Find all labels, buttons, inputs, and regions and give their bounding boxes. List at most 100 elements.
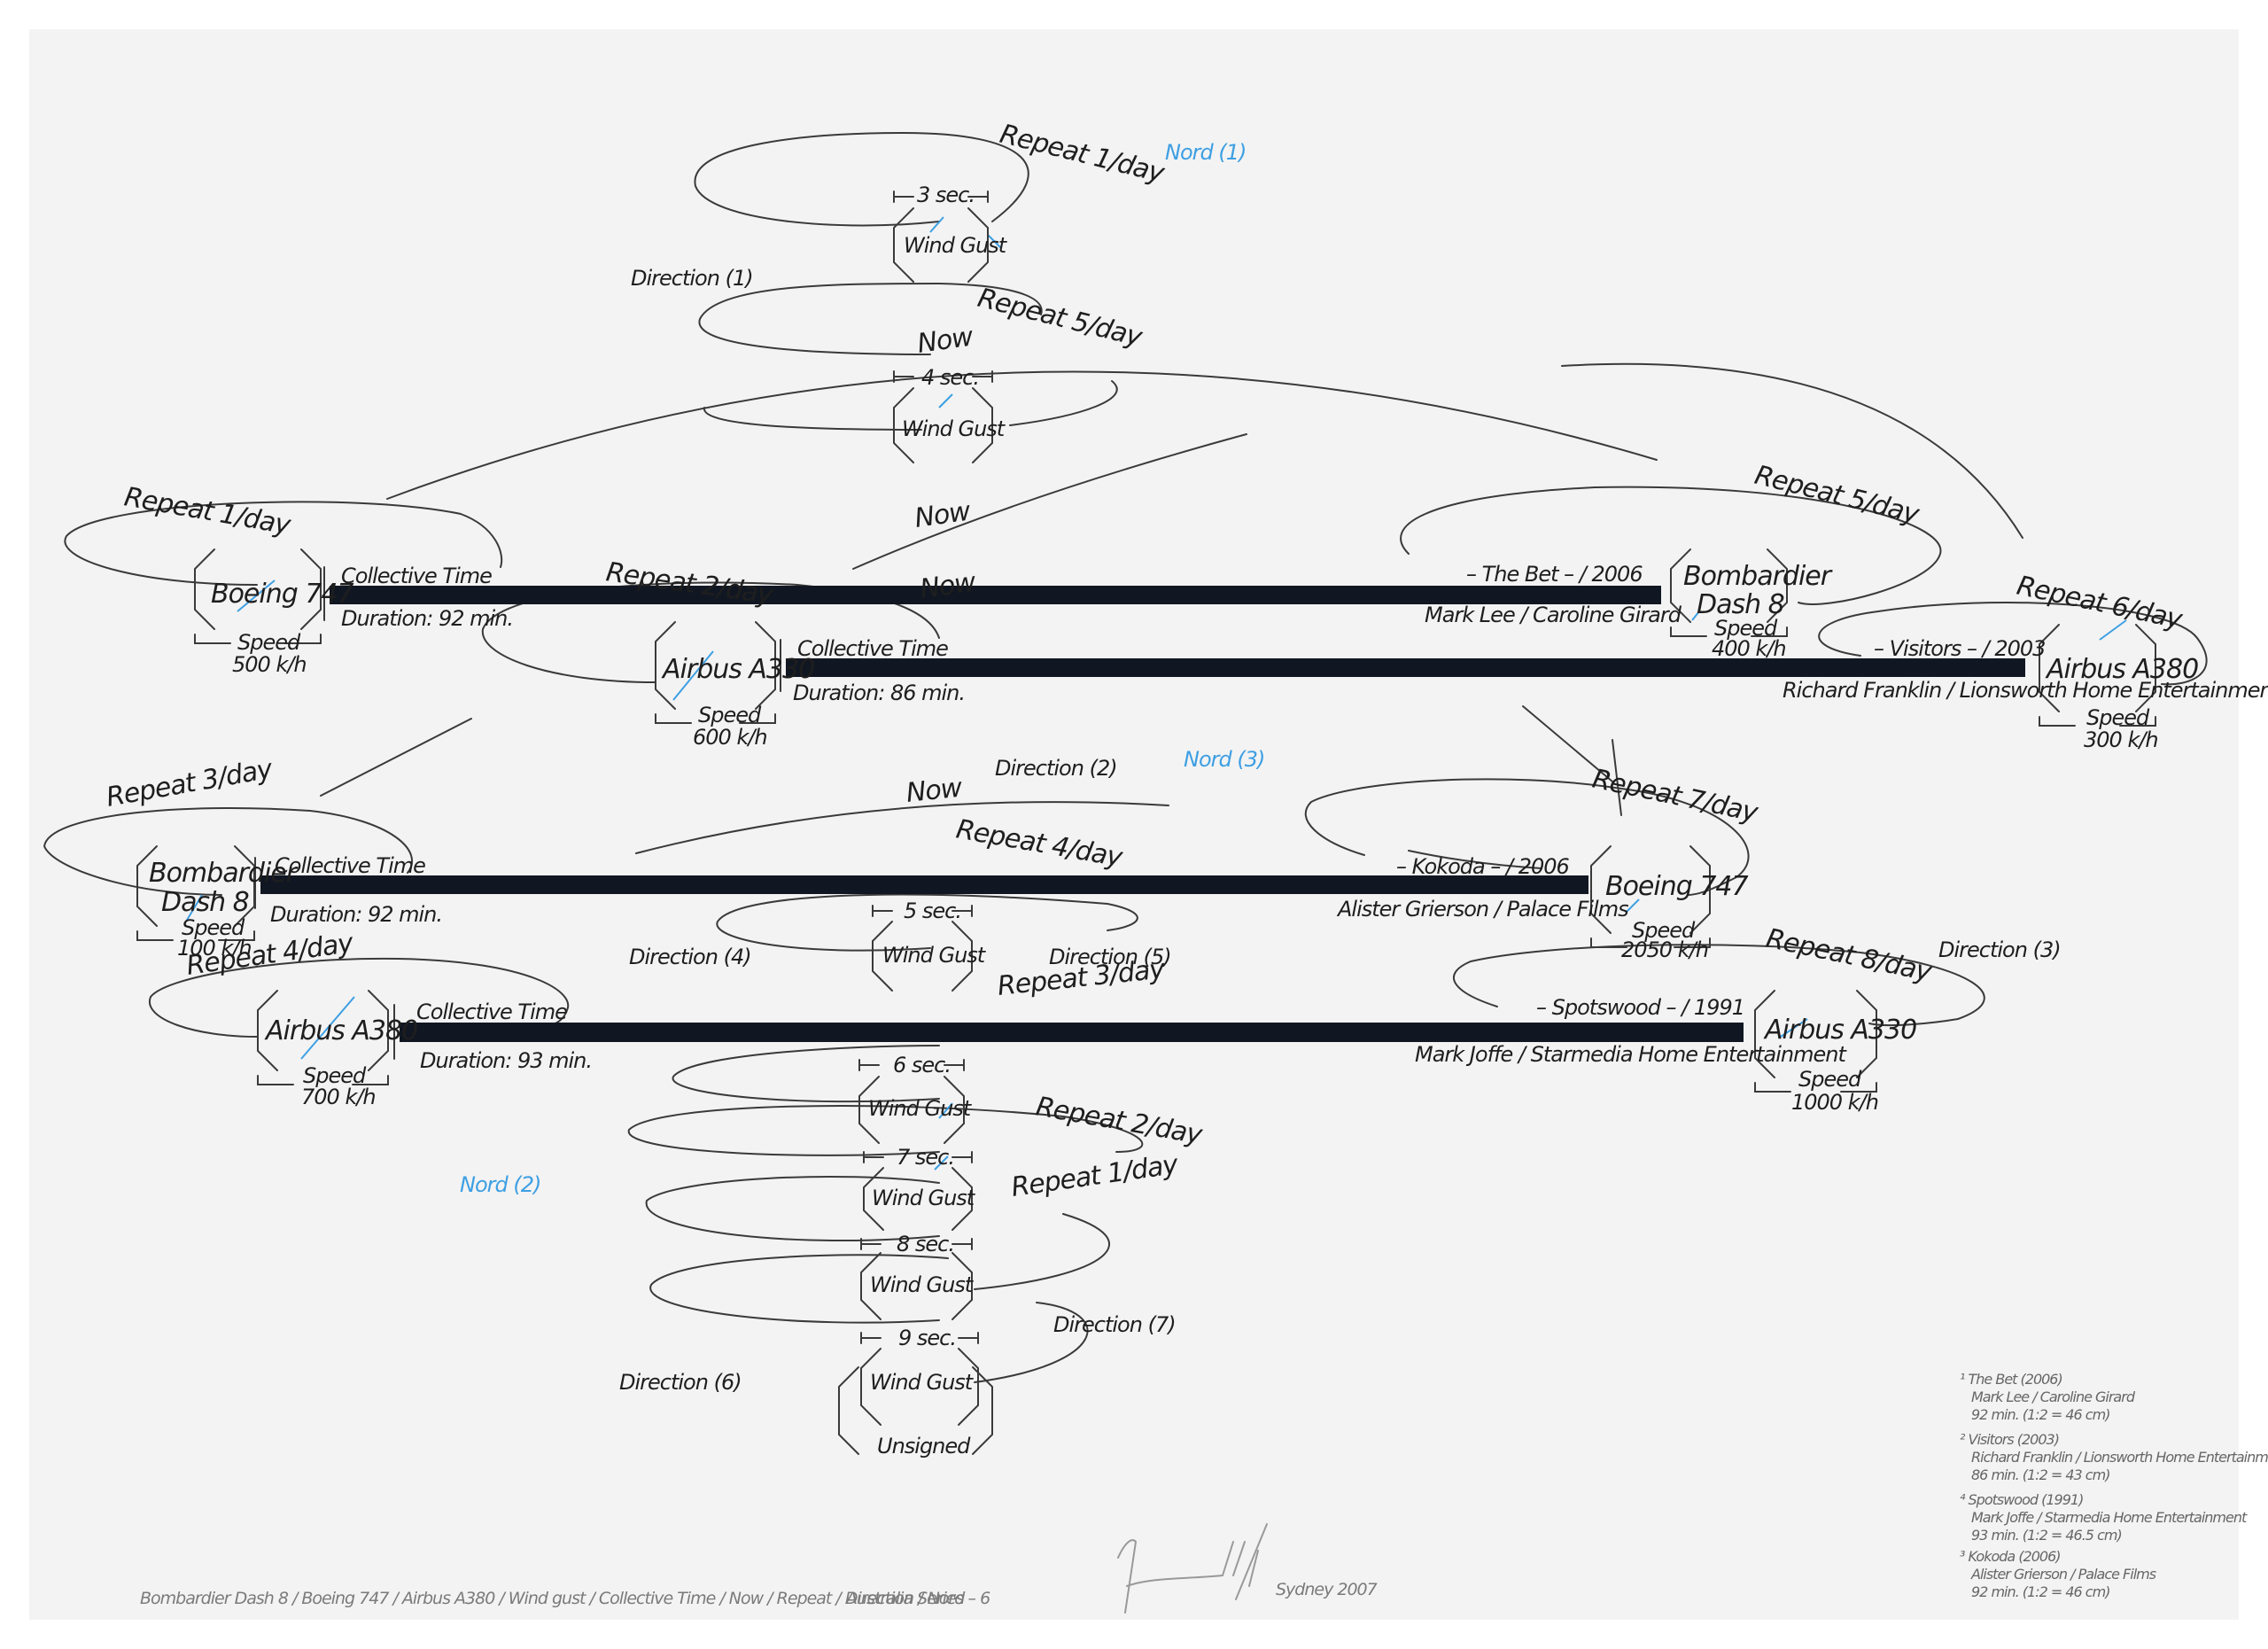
blue-arrow-icon xyxy=(185,894,203,922)
note-line: 92 min. (1:2 = 46 cm) xyxy=(1971,1406,2109,1423)
note-line: 93 min. (1:2 = 46.5 cm) xyxy=(1971,1527,2122,1544)
aircraft-box-left-bracket xyxy=(1754,990,1775,1078)
direction-label: Direction (4) xyxy=(629,945,751,969)
duration-dimension-line xyxy=(893,191,989,203)
speed-label: Speed xyxy=(2086,705,2150,730)
wind-gust-box-right-bracket xyxy=(967,207,989,283)
direction-label: Direction (6) xyxy=(619,1370,742,1395)
aircraft-name: Bombardier xyxy=(1683,561,1833,592)
pen-stroke xyxy=(1304,778,1750,896)
aircraft-box-left-bracket xyxy=(2039,624,2060,712)
aircraft-box-right-bracket xyxy=(368,990,389,1071)
note-line: ² Visitors (2003) xyxy=(1960,1431,2059,1448)
pen-stroke xyxy=(43,806,413,896)
pen-stroke xyxy=(1400,486,1942,605)
pen-stroke xyxy=(627,1105,1144,1156)
aircraft-box-speed-bracket xyxy=(194,634,322,644)
film-title: – Spotswood – / 1991 xyxy=(1536,995,1744,1020)
pen-stroke xyxy=(645,1175,940,1241)
pen-stroke xyxy=(852,433,1247,570)
blue-arrow-icon xyxy=(987,234,1002,249)
unsigned-box-right-bracket xyxy=(972,1366,993,1455)
aircraft-box-speed-bracket xyxy=(136,930,255,941)
aircraft-name: Boeing 747 xyxy=(211,579,353,610)
aircraft-name: Bombardier xyxy=(149,858,299,889)
duration-dimension-line xyxy=(893,370,993,383)
pen-stroke xyxy=(694,131,1029,227)
collective-time-label: Collective Time xyxy=(341,564,492,588)
wind-gust-box-left-bracket xyxy=(860,1348,882,1426)
paper-sheet xyxy=(29,29,2239,1620)
gust-label: Wind Gust xyxy=(870,1272,975,1297)
duration-dimension-line xyxy=(860,1332,979,1344)
wind-gust-box-right-bracket xyxy=(944,1076,965,1144)
aircraft-box-right-bracket xyxy=(755,621,776,710)
pen-stroke xyxy=(716,893,1138,952)
wind-gust-box-left-bracket xyxy=(858,1076,880,1144)
pen-stroke xyxy=(320,718,472,797)
now-label: Now xyxy=(905,772,964,808)
aircraft-box-left-bracket xyxy=(257,990,278,1071)
direction-label: Direction (3) xyxy=(1938,937,2061,962)
note-line: Alister Grierson / Palace Films xyxy=(1970,1566,2156,1583)
film-title: – Kokoda – / 2006 xyxy=(1396,854,1570,879)
timeline-bar-kokoda xyxy=(260,875,1588,894)
nord-label: Nord (3) xyxy=(1184,747,1264,772)
note-line: ⁴ Spotswood (1991) xyxy=(1960,1491,2083,1508)
gust-duration: 7 sec. xyxy=(897,1145,954,1170)
film-notes: ¹ The Bet (2006) Mark Lee / Caroline Gir… xyxy=(1960,1371,2268,1600)
blue-arrow-icon xyxy=(1780,1018,1808,1038)
film-credit: Alister Grierson / Palace Films xyxy=(1336,897,1628,922)
aircraft-box-left-bracket xyxy=(136,845,158,927)
note-line: 86 min. (1:2 = 43 cm) xyxy=(1971,1466,2109,1483)
wind-gust-box-right-bracket xyxy=(958,1348,979,1426)
film-credit: Mark Lee / Caroline Girard xyxy=(1425,603,1682,627)
speed-value: 600 k/h xyxy=(693,725,767,750)
aircraft-name-line2: Dash 8 xyxy=(161,887,249,918)
note-line: ¹ The Bet (2006) xyxy=(1960,1371,2062,1388)
film-credit: Mark Joffe / Starmedia Home Entertainmen… xyxy=(1415,1042,1847,1067)
duration-dimension-line xyxy=(858,1059,965,1071)
pen-stroke xyxy=(1408,850,1542,869)
speed-value: 1000 k/h xyxy=(1791,1090,1878,1115)
speed-label: Speed xyxy=(1798,1067,1862,1092)
pen-stroke xyxy=(1452,944,1985,1027)
speed-value: 400 k/h xyxy=(1712,636,1786,661)
pen-stroke xyxy=(649,1254,949,1324)
pen-stroke xyxy=(1612,739,1622,816)
wind-gust-box-left-bracket xyxy=(893,387,914,463)
film-title: – The Bet – / 2006 xyxy=(1466,562,1643,587)
gust-label: Wind Gust xyxy=(904,233,1008,258)
blue-arrow-icon xyxy=(934,1155,949,1171)
aircraft-box-left-bracket xyxy=(194,548,215,630)
blue-arrow-icon xyxy=(1625,898,1640,914)
timeline-bar-the-bet xyxy=(330,586,1661,604)
nord-label: Nord (2) xyxy=(460,1172,540,1197)
direction-label: Direction (2) xyxy=(995,756,1117,781)
gust-label: Wind Gust xyxy=(882,943,987,968)
blue-arrow-icon xyxy=(938,393,953,408)
note-line: Mark Joffe / Starmedia Home Entertainmen… xyxy=(1971,1509,2248,1526)
speed-label: Speed xyxy=(1632,918,1696,943)
bracket-boxes xyxy=(136,191,2156,1455)
pen-stroke xyxy=(974,1213,1110,1290)
aircraft-box-speed-bracket xyxy=(1670,626,1788,637)
nord-label: Nord (1) xyxy=(1165,140,1246,165)
signature xyxy=(1117,1523,1268,1614)
duration-dimension-line xyxy=(860,1238,973,1250)
collective-time-label: Collective Time xyxy=(275,853,425,878)
note-line: Richard Franklin / Lionsworth Home Enter… xyxy=(1971,1449,2268,1466)
direction-label: Direction (1) xyxy=(631,266,753,291)
speed-label: Speed xyxy=(698,703,762,727)
aircraft-box-speed-bracket xyxy=(2039,716,2156,727)
footer-legend: Bombardier Dash 8 / Boeing 747 / Airbus … xyxy=(140,1589,966,1608)
pen-stroke xyxy=(64,501,503,586)
pen-stroke xyxy=(386,370,1658,500)
pen-stroke xyxy=(1818,602,2208,686)
aircraft-box-right-bracket xyxy=(300,548,322,630)
duration-label: Duration: 86 min. xyxy=(793,681,965,705)
wind-gust-box-right-bracket xyxy=(951,1167,973,1231)
aircraft-name: Airbus A330 xyxy=(661,654,814,685)
speed-value: 700 k/h xyxy=(301,1085,376,1109)
